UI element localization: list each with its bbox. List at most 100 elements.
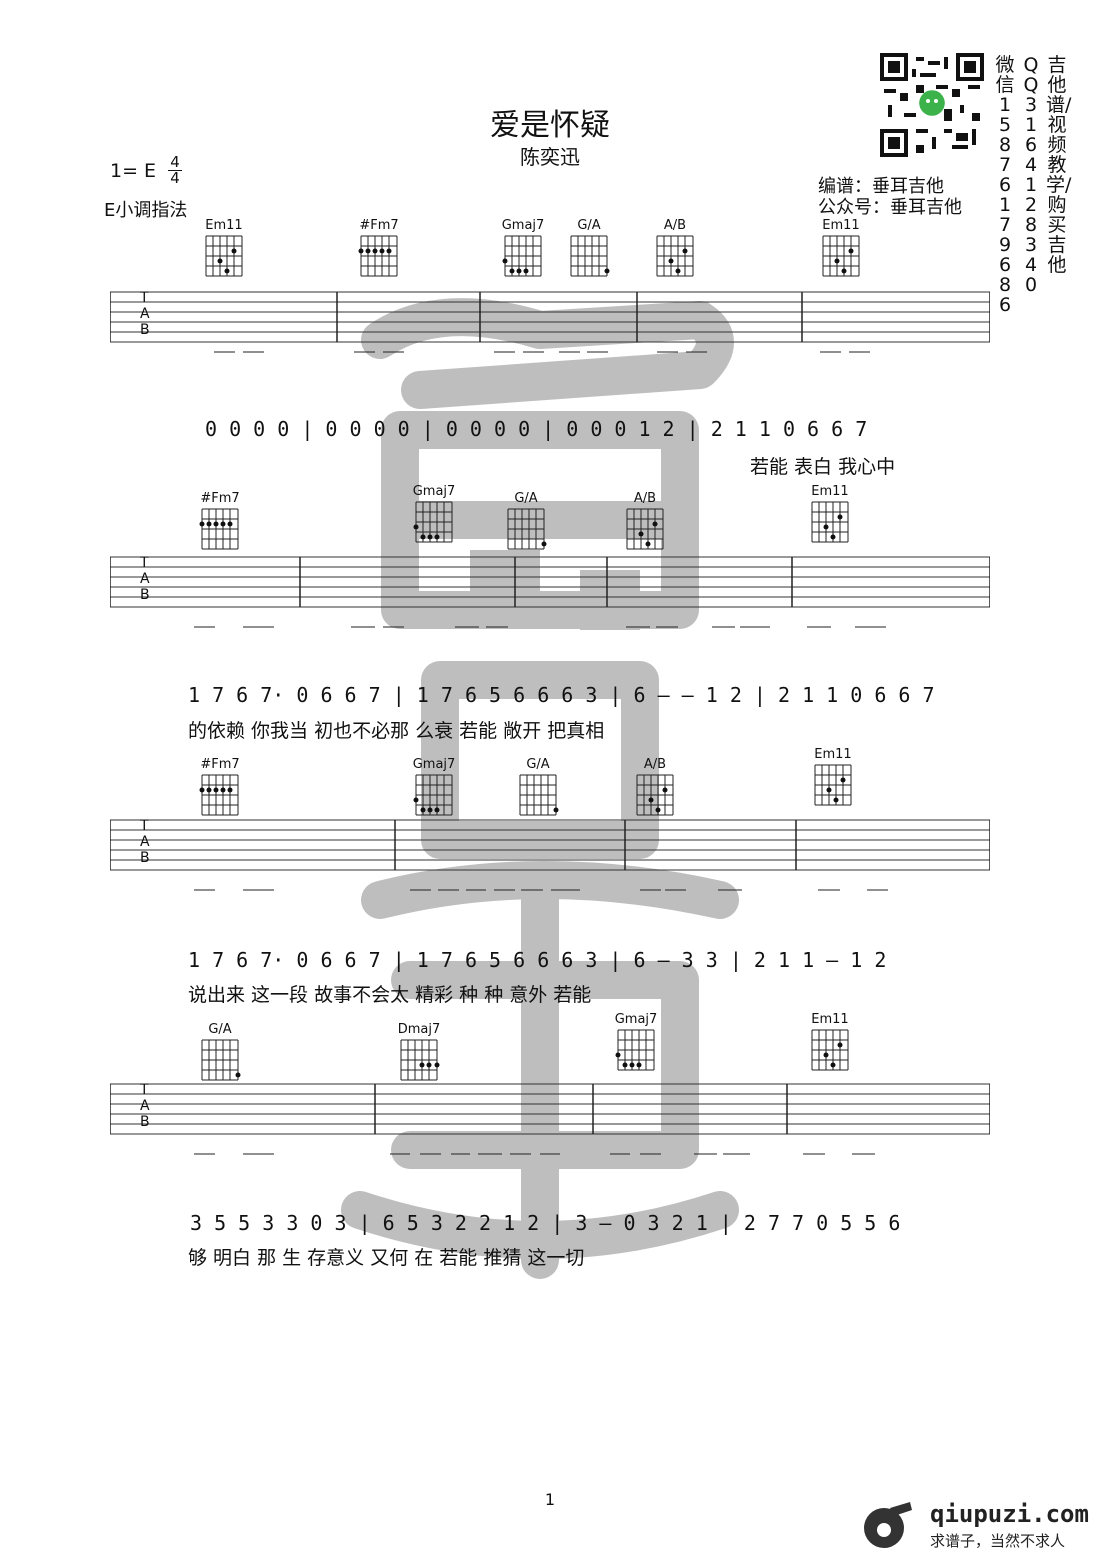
tab-letter-t: T — [140, 290, 149, 306]
chord-grid — [358, 235, 398, 277]
chord-name: A/B — [663, 218, 687, 233]
music-note-logo — [864, 1502, 912, 1548]
tab-letter-t: T — [140, 555, 149, 571]
chord-diagram: A/B — [617, 491, 673, 561]
chord-diagram: G/A — [561, 218, 617, 288]
chord-diagram: Gmaj7 — [495, 218, 551, 288]
chord-diagram: G/A — [192, 1022, 248, 1092]
chord-grid — [413, 774, 453, 816]
chord-diagram: Em11 — [813, 218, 869, 288]
contact-wechat: 微信 15876179686 — [995, 54, 1015, 316]
notation-line: 3 5 5 3 3 0 3 | 6 5 3 2 2 1 2 | 3 — 0 3 … — [190, 1211, 901, 1235]
notation-line: 0 0 0 0 | 0 0 0 0 | 0 0 0 0 | 0 0 0 1 2 … — [205, 417, 868, 441]
chord-grid — [413, 501, 453, 543]
chord-diagram: Em11 — [802, 1012, 858, 1082]
chord-name: Dmaj7 — [397, 1022, 441, 1037]
tab-letter-t: T — [140, 1082, 149, 1098]
chord-name: #Fm7 — [200, 491, 240, 506]
chord-diagram: A/B — [647, 218, 703, 288]
chord-name: G/A — [526, 757, 550, 772]
tab-letter-a: A — [140, 1098, 150, 1114]
chord-diagram: G/A — [510, 757, 566, 827]
chord-grid — [636, 774, 674, 816]
meter-bottom: 4 — [168, 170, 182, 186]
lyric-line: 若能 表白 我心中 — [750, 456, 896, 478]
chord-grid — [615, 1029, 655, 1071]
chord-grid — [502, 235, 542, 277]
chord-diagram: #Fm7 — [351, 218, 407, 288]
tab-staff — [110, 291, 990, 353]
qr-code — [880, 53, 984, 157]
chord-diagram: Gmaj7 — [406, 757, 462, 827]
artist-name: 陈奕迅 — [520, 145, 580, 169]
tab-letter-b: B — [140, 322, 150, 338]
chord-name: Em11 — [822, 218, 860, 233]
tab-letter-t: T — [140, 818, 149, 834]
chord-diagram: A/B — [627, 757, 683, 827]
chord-grid — [814, 764, 852, 806]
time-signature: 4 4 — [168, 155, 182, 186]
chord-name: Gmaj7 — [412, 757, 456, 772]
page-number: 1 — [544, 1490, 556, 1509]
chord-grid — [199, 774, 239, 816]
chord-name: Em11 — [811, 484, 849, 499]
chord-name: Gmaj7 — [501, 218, 545, 233]
tab-staff — [110, 556, 990, 628]
tab-letter-a: A — [140, 834, 150, 850]
chord-name: G/A — [514, 491, 538, 506]
tab-letter-a: A — [140, 571, 150, 587]
chord-diagram: #Fm7 — [192, 491, 248, 561]
chord-name: A/B — [643, 757, 667, 772]
chord-grid — [205, 235, 243, 277]
chord-diagram: Dmaj7 — [391, 1022, 447, 1092]
chord-grid — [656, 235, 694, 277]
tab-clef: T A B — [140, 290, 150, 338]
chord-grid — [519, 774, 559, 816]
chord-grid — [626, 508, 664, 550]
site-slogan: 求谱子，当然不求人 — [930, 1532, 1066, 1550]
chord-name: Gmaj7 — [412, 484, 456, 499]
lyric-line: 够 明白 那 生 存意义 又何 在 若能 推猜 这一切 — [188, 1247, 585, 1269]
tab-staff — [110, 819, 990, 891]
tab-letter-a: A — [140, 306, 150, 322]
tab-clef: T A B — [140, 818, 150, 866]
chord-grid — [811, 1029, 849, 1071]
chord-name: #Fm7 — [200, 757, 240, 772]
chord-diagram: Em11 — [802, 484, 858, 554]
chord-name: #Fm7 — [359, 218, 399, 233]
site-name[interactable]: qiupuzi.com — [930, 1500, 1089, 1528]
chord-name: G/A — [577, 218, 601, 233]
chord-name: Em11 — [814, 747, 852, 762]
chord-name: G/A — [208, 1022, 232, 1037]
chord-diagram: Em11 — [196, 218, 252, 288]
chord-name: A/B — [633, 491, 657, 506]
chord-grid — [811, 501, 849, 543]
chord-grid — [199, 508, 239, 550]
contact-qq: QQ 3164128340 — [1023, 54, 1039, 296]
meter-top: 4 — [170, 153, 180, 171]
chord-grid — [507, 508, 547, 550]
chord-grid — [570, 235, 610, 277]
style-note: E小调指法 — [104, 200, 188, 221]
notation-line: 1 7 6 7· 0 6 6 7 | 1 7 6 5 6 6 6 3 | 6 —… — [188, 948, 887, 972]
chord-grid — [201, 1039, 241, 1081]
notation-line: 1 7 6 7· 0 6 6 7 | 1 7 6 5 6 6 6 3 | 6 —… — [188, 683, 935, 707]
chord-diagram: Em11 — [805, 747, 861, 817]
chord-name: Em11 — [205, 218, 243, 233]
chord-diagram: G/A — [498, 491, 554, 561]
song-title: 爱是怀疑 — [490, 108, 610, 143]
contact-services: 吉他谱/视频教学/购买吉他 — [1046, 54, 1072, 276]
chord-diagram: Gmaj7 — [608, 1012, 664, 1082]
chord-name: Gmaj7 — [614, 1012, 658, 1027]
chord-diagram: Gmaj7 — [406, 484, 462, 554]
tab-letter-b: B — [140, 587, 150, 603]
tab-staff — [110, 1083, 990, 1155]
arranger-info: 编谱：垂耳吉他 公众号：垂耳吉他 — [818, 176, 962, 218]
chord-name: Em11 — [811, 1012, 849, 1027]
tab-clef: T A B — [140, 555, 150, 603]
arranger: 编谱：垂耳吉他 — [818, 176, 944, 197]
lyric-line: 的依赖 你我当 初也不必那 么衰 若能 敞开 把真相 — [188, 720, 605, 742]
account: 公众号：垂耳吉他 — [818, 197, 962, 218]
chord-diagram: #Fm7 — [192, 757, 248, 827]
key-signature: 1= E — [110, 160, 157, 182]
